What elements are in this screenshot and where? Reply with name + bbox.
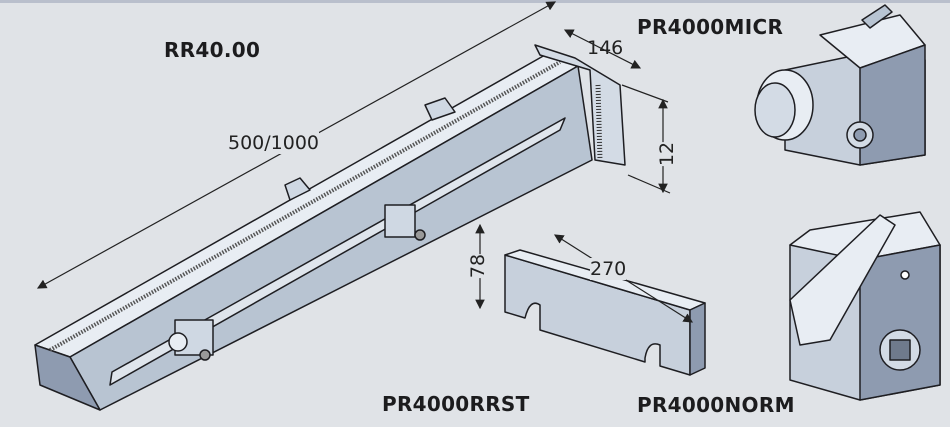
label-rest: PR4000RRST	[382, 392, 530, 416]
rail-rr40	[34, 44, 626, 411]
dim-rest-length: 270	[590, 258, 627, 280]
micrometer-unit	[754, 4, 926, 166]
label-rail: RR40.00	[164, 38, 261, 62]
dim-rest-height: 78	[467, 253, 490, 279]
dim-end-height: 12	[656, 141, 679, 167]
dim-end-width: 146	[587, 37, 624, 59]
label-normal: PR4000NORM	[637, 393, 795, 417]
dim-rail-length: 500/1000	[228, 132, 320, 154]
rail-end-face	[34, 344, 101, 411]
label-micrometer: PR4000MICR	[637, 15, 784, 39]
normal-holder-unit	[789, 211, 941, 401]
